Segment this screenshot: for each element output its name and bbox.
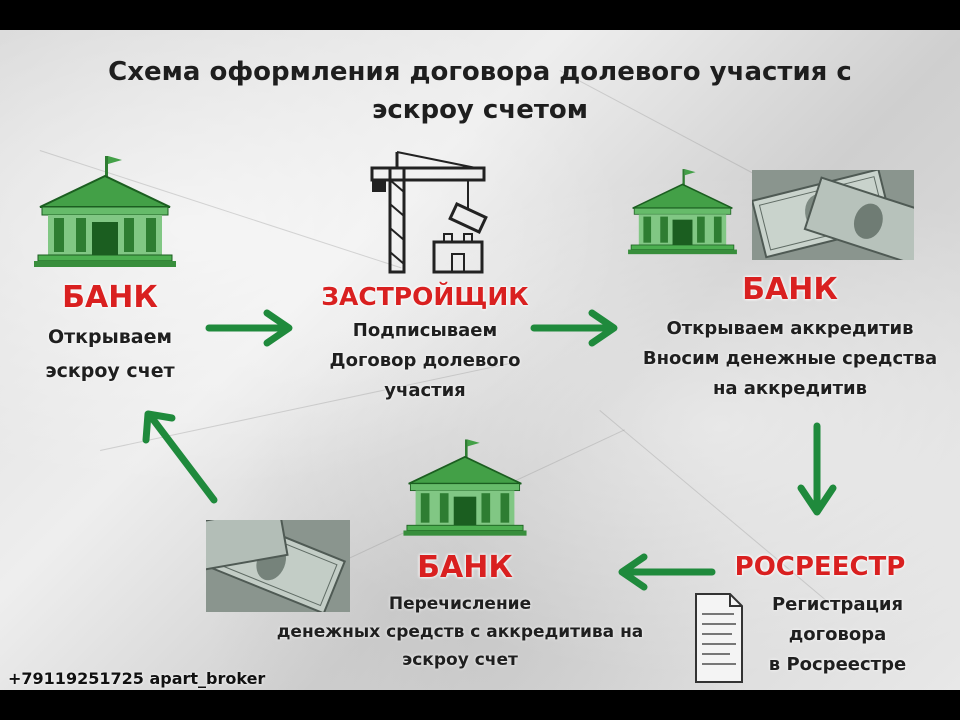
footer-contact: +79119251725 apart_broker	[8, 669, 266, 688]
step2-line2: Договор долевого	[329, 350, 521, 371]
arrow-right-icon	[205, 309, 293, 347]
step4-line2: договора	[788, 624, 887, 645]
diagram-canvas: Схема оформления договора долевого участ…	[0, 30, 960, 690]
step5-line1: Перечисление	[388, 594, 532, 614]
step3-line3: на аккредитив	[712, 378, 868, 399]
arrow-left-icon	[618, 553, 716, 591]
bank-icon	[628, 169, 737, 255]
document-icon	[695, 593, 743, 683]
step1-heading: БАНК	[62, 280, 158, 315]
step4-heading: РОСРЕЕСТР	[734, 552, 906, 582]
money-icon	[206, 520, 350, 612]
step5-line3: эскроу счет	[402, 650, 518, 670]
step4-line1: Регистрация	[771, 594, 904, 615]
step4-line3: в Росреестре	[768, 654, 907, 675]
crane-icon	[370, 151, 488, 274]
money-icon	[752, 170, 914, 260]
step3-line2: Вносим денежные средства	[642, 348, 938, 369]
step2-line3: участия	[384, 380, 466, 401]
step3-heading: БАНК	[742, 272, 838, 307]
diagram-title-line1: Схема оформления договора долевого участ…	[108, 57, 852, 87]
bank-icon	[34, 156, 176, 267]
arrow-right-icon	[530, 309, 618, 347]
step2-line1: Подписываем	[352, 320, 498, 341]
diagram-title-line2: эскроу счетом	[371, 95, 589, 125]
step2-heading: ЗАСТРОЙЩИК	[321, 282, 529, 311]
step5-line2: денежных средств с аккредитива на	[276, 622, 644, 642]
step1-line2: эскроу счет	[45, 360, 175, 382]
bank-icon	[403, 439, 527, 536]
arrow-up-icon	[142, 410, 218, 504]
step5-heading: БАНК	[417, 550, 513, 585]
step3-line1: Открываем аккредитив	[666, 318, 914, 339]
step1-line1: Открываем	[47, 326, 173, 348]
arrow-down-icon	[797, 422, 837, 516]
